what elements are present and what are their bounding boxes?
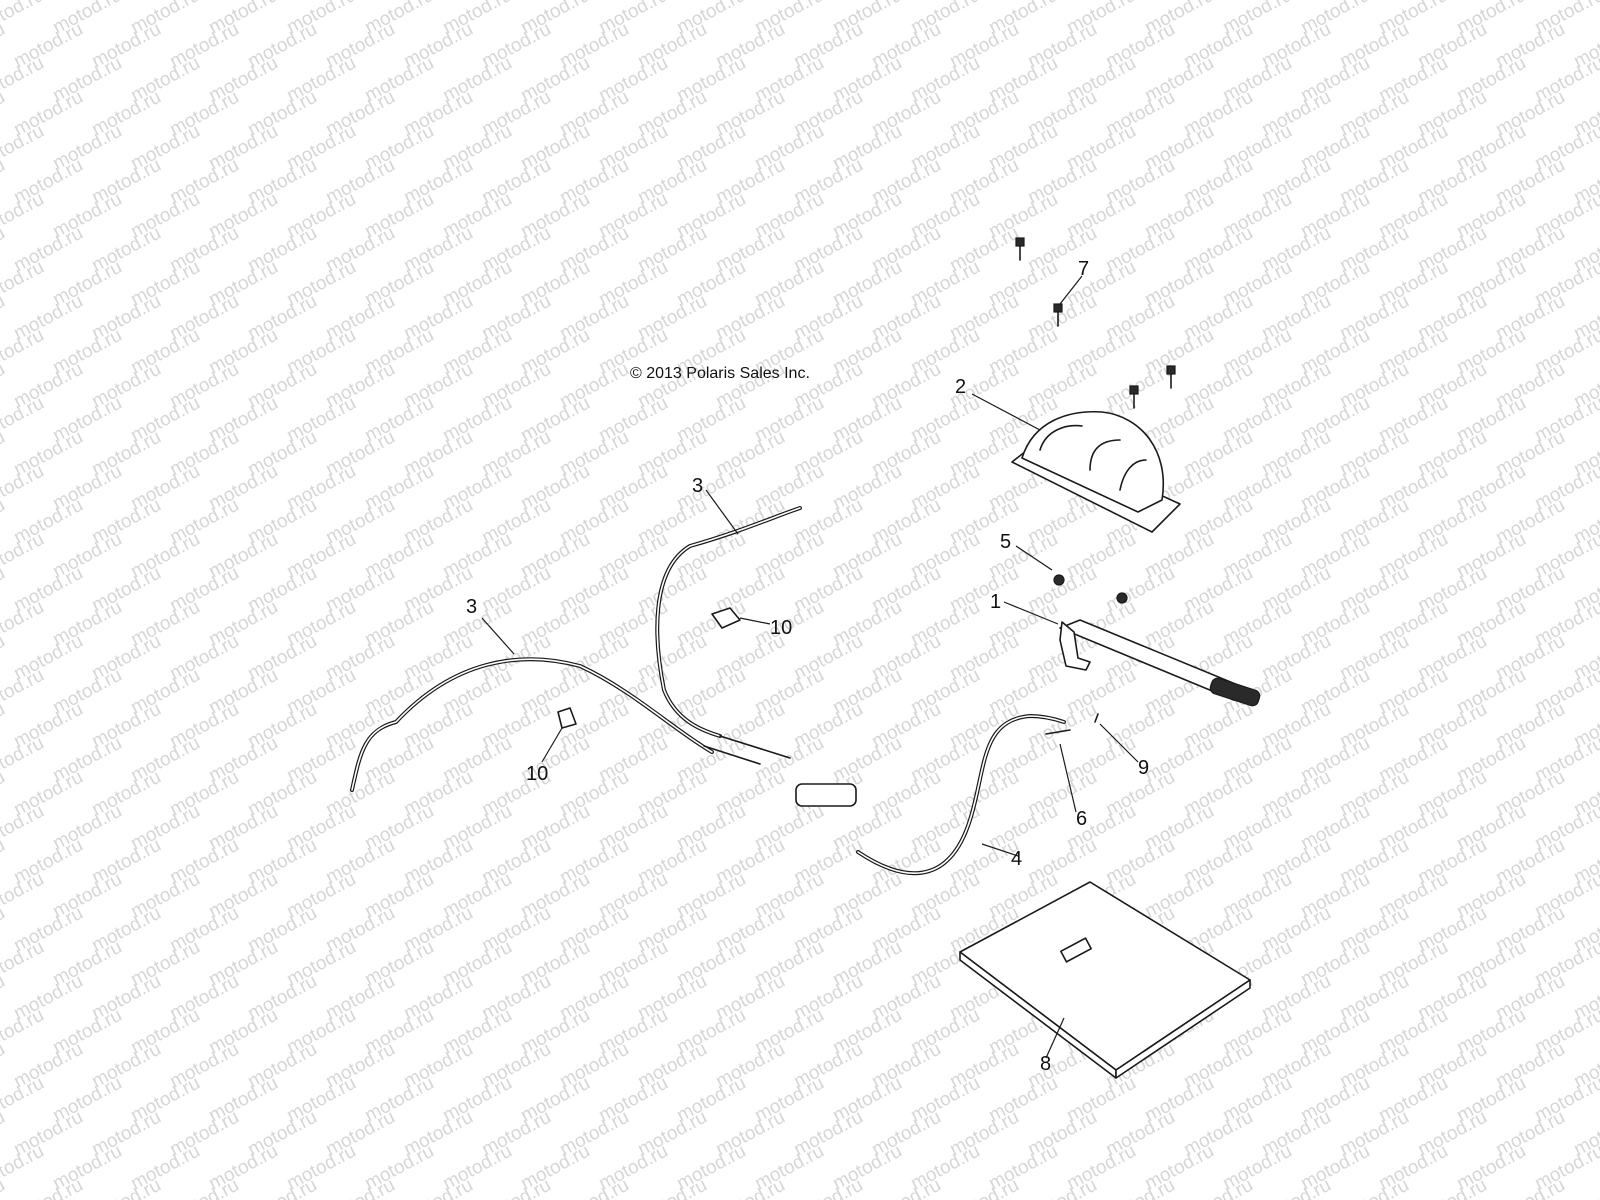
watermark-text: motod.ru — [0, 631, 9, 685]
watermark-text: motod.ru — [0, 1141, 48, 1195]
watermark-text: motod.ru — [0, 1107, 9, 1161]
callout-5: 5 — [1000, 531, 1011, 553]
watermark-text: motod.ru — [322, 1175, 398, 1200]
watermark-text: motod.ru — [790, 1175, 866, 1200]
watermark-text: motod.ru — [1024, 1175, 1100, 1200]
watermark-text: motod.ru — [946, 1175, 1022, 1200]
callout-9: 9 — [1138, 757, 1149, 779]
watermark-text: motod.ru — [0, 1039, 9, 1093]
watermark-text: motod.ru — [0, 869, 48, 923]
watermark-text: motod.ru — [712, 1175, 788, 1200]
watermark-text: motod.ru — [0, 189, 48, 243]
clip-10-b — [557, 707, 577, 729]
watermark-text: motod.ru — [0, 53, 48, 107]
watermark-text: motod.ru — [0, 1005, 48, 1059]
nut-icon — [1116, 592, 1128, 604]
watermark-text: motod.ru — [166, 1175, 242, 1200]
watermark-text: motod.ru — [0, 903, 9, 957]
bolt-icon — [1015, 237, 1025, 261]
watermark-text: motod.ru — [1492, 1175, 1568, 1200]
watermark-text: motod.ru — [0, 257, 48, 311]
watermark-text: motod.ru — [0, 597, 48, 651]
watermark-text: motod.ru — [868, 1175, 944, 1200]
watermark-text: motod.ru — [1102, 1175, 1178, 1200]
watermark-text: motod.ru — [0, 971, 9, 1025]
watermark-text: motod.ru — [0, 801, 48, 855]
callout-8: 8 — [1040, 1053, 1051, 1075]
watermark-text: motod.ru — [88, 1175, 164, 1200]
watermark-text: motod.ru — [0, 359, 9, 413]
watermark-text: motod.ru — [0, 223, 9, 277]
callout-7: 7 — [1078, 258, 1089, 280]
watermark-text: motod.ru — [1570, 1175, 1600, 1200]
watermark-text: motod.ru — [0, 291, 9, 345]
callout-3a: 3 — [692, 475, 703, 497]
watermark-text: motod.ru — [556, 1175, 632, 1200]
watermark-text: motod.ru — [0, 121, 48, 175]
watermark-text: motod.ru — [0, 1073, 48, 1127]
watermark-text: motod.ru — [0, 529, 48, 583]
watermark-text: motod.ru — [0, 733, 48, 787]
watermark-text: motod.ru — [0, 427, 9, 481]
watermark-text: motod.ru — [0, 87, 9, 141]
watermark-text: motod.ru — [10, 1175, 86, 1200]
callout-3b: 3 — [466, 596, 477, 618]
watermark-text: motod.ru — [0, 563, 9, 617]
nut-icon — [1053, 574, 1065, 586]
watermark-text: motod.ru — [0, 665, 48, 719]
watermark-text: motod.ru — [0, 495, 9, 549]
watermark-text: motod.ru — [1414, 1175, 1490, 1200]
watermark-text: motod.ru — [244, 1175, 320, 1200]
watermark-text: motod.ru — [0, 937, 48, 991]
callout-10b: 10 — [526, 763, 548, 785]
watermark-text: motod.ru — [400, 1175, 476, 1200]
callout-10a: 10 — [770, 617, 792, 639]
callout-6: 6 — [1076, 808, 1087, 830]
watermark-text: motod.ru — [1258, 1175, 1334, 1200]
watermark-text: motod.ru — [0, 461, 48, 515]
watermark-text: motod.ru — [0, 767, 9, 821]
copyright-text: © 2013 Polaris Sales Inc. — [630, 365, 810, 382]
watermark-text: motod.ru — [0, 155, 9, 209]
watermark-text: motod.ru — [0, 393, 48, 447]
callout-1: 1 — [990, 591, 1001, 613]
watermark-text: motod.ru — [0, 19, 9, 73]
watermark-text: motod.ru — [1180, 1175, 1256, 1200]
watermark-text: motod.ru — [1336, 1175, 1412, 1200]
watermark-text: motod.ru — [634, 1175, 710, 1200]
callout-4: 4 — [1011, 848, 1022, 870]
callout-2: 2 — [955, 376, 966, 398]
cable-equalizer — [795, 783, 857, 807]
watermark-text: motod.ru — [0, 699, 9, 753]
watermark-text: motod.ru — [0, 325, 48, 379]
watermark-text: motod.ru — [0, 835, 9, 889]
watermark-text: motod.ru — [478, 1175, 554, 1200]
watermark-text: motod.ru — [0, 0, 48, 38]
